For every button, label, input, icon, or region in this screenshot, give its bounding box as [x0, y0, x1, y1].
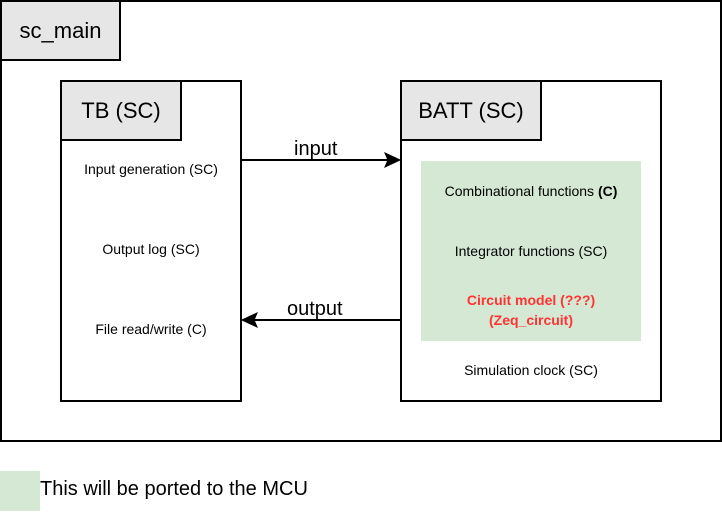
input-label: input: [294, 138, 338, 160]
legend-text: This will be ported to the MCU: [40, 478, 308, 500]
batt-title: BATT (SC): [400, 80, 542, 141]
combinational-label: Combinational functions: [444, 183, 598, 199]
tb-input-generation: Input generation (SC): [84, 161, 218, 177]
input-arrow-head: [384, 151, 402, 169]
batt-circuit-model: Circuit model (???): [466, 292, 596, 308]
legend-swatch: [0, 471, 40, 511]
sc-main-title: sc_main: [0, 0, 121, 61]
mcu-port-region: Combinational functions (C) Integrator f…: [421, 161, 641, 341]
batt-integrator-functions: Integrator functions (SC): [454, 243, 608, 259]
batt-simulation-clock: Simulation clock (SC): [464, 362, 598, 378]
batt-combinational-functions: Combinational functions (C): [421, 183, 641, 199]
output-label: output: [287, 298, 343, 320]
tb-title: TB (SC): [60, 80, 182, 141]
combinational-lang: (C): [597, 183, 618, 199]
tb-file-read-write: File read/write (C): [95, 321, 207, 337]
batt-circuit-model-name: (Zeq_circuit): [488, 312, 573, 328]
tb-output-log: Output log (SC): [102, 241, 200, 257]
output-arrow-head: [240, 311, 258, 329]
